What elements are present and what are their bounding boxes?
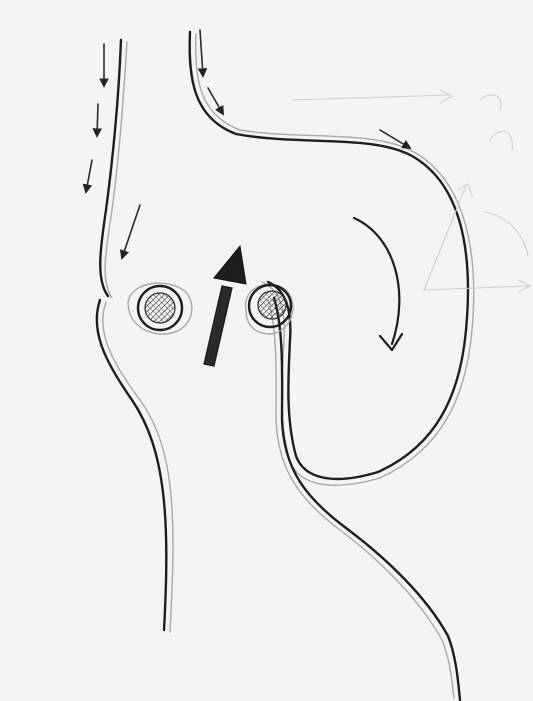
arrow-icon [86,160,92,192]
curved-arrow [354,218,402,350]
up-arrowhead [214,246,246,284]
faint-scribble-2 [490,131,512,150]
axis-diagonal [424,186,466,290]
left-wall-lower-shadow [103,302,173,632]
curved-arrow-icon [354,218,399,344]
right-wall-lower-shadow [268,300,454,698]
axis-sketch [424,184,530,292]
faint-scribble-1 [480,95,501,110]
right-valve [246,284,293,334]
upward-arrow [204,246,246,366]
left-wall-lower [97,300,167,630]
left-valve [128,283,192,334]
faint-arrowhead-top [440,90,452,103]
axis-horizontal [424,286,528,290]
right-valve-crosshatch [258,291,286,319]
arrow-icon [200,30,203,76]
curved-arrowhead [380,334,402,350]
right-wall-and-pouch [190,32,474,700]
right-wall-lower [274,298,460,700]
left-wall [97,40,173,632]
left-wall-upper-shadow [105,42,127,298]
up-arrow-icon [204,286,232,366]
axis-arc [484,212,528,256]
arrow-icon [97,104,98,136]
faint-line-top [292,95,450,100]
arrow-icon [208,88,223,114]
left-valve-crosshatch [145,293,175,323]
arrow-icon [122,205,140,258]
axis-diagonal-head [458,184,472,196]
flow-arrows-top [200,30,410,148]
